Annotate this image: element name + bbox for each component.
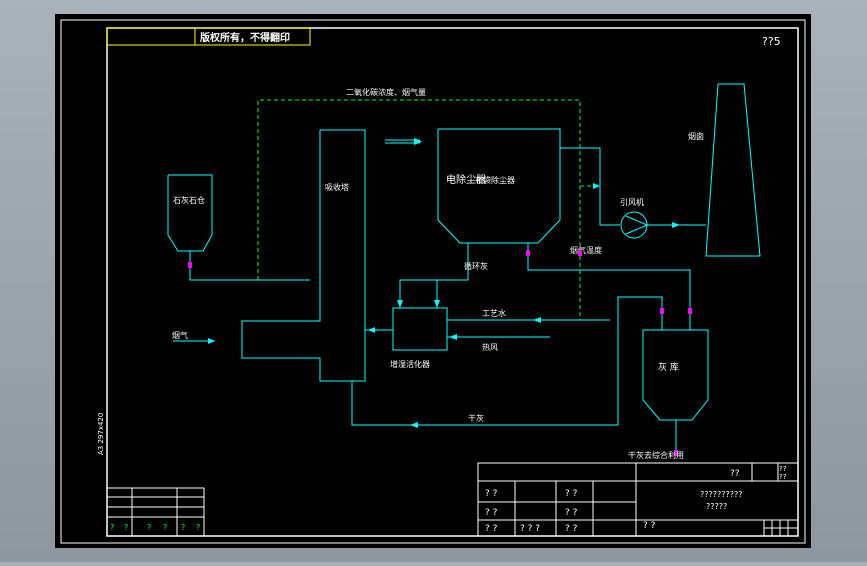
title-top-right-a: ?? [779, 465, 787, 473]
title-cell-6: ? ? ? [520, 524, 540, 534]
label-co2-note: 二氧化碳浓度、烟气量 [346, 87, 426, 97]
rev-label-2: ? [124, 523, 128, 532]
label-ash-outlet: 干灰去综合利用 [628, 450, 684, 460]
label-dry-ash: 干灰 [468, 413, 484, 423]
esp-ash-pipe-right [527, 243, 691, 330]
label-hot-air: 热风 [482, 342, 498, 352]
valve-markers [188, 250, 692, 456]
title-top-right-b: ?? [779, 473, 787, 481]
title-cell-1: ? ? [485, 489, 498, 499]
rev-label-3: ? [147, 523, 151, 532]
title-cell-5: ? ? [485, 524, 498, 534]
limestone-feed-pipe [189, 251, 310, 281]
ash-silo-shape [642, 329, 709, 421]
label-flue-gas-in: 烟气 [172, 330, 188, 340]
label-flue-gas-out: 烟气温度 [570, 245, 602, 255]
label-id-fan: 引风机 [620, 197, 644, 207]
title-cell-4: ? ? [565, 508, 578, 518]
stack-shape [705, 83, 761, 257]
title-main: ?????????? [700, 490, 742, 499]
notice-box [106, 27, 311, 46]
label-esp: 电除尘器 [446, 173, 486, 186]
esp-shape [437, 128, 561, 244]
title-big-cell: ?? [730, 469, 740, 479]
label-absorber: 吸收塔 [325, 182, 349, 192]
sheet-code: ??5 [762, 35, 781, 48]
copyright-notice: 版权所有，不得翻印 [200, 31, 290, 44]
rev-label-4: ? [163, 523, 167, 532]
label-mixer: 增湿活化器 [390, 359, 430, 369]
revision-table [106, 487, 205, 537]
label-stack: 烟囱 [688, 131, 704, 141]
title-block [477, 462, 799, 537]
drawing-sheet [55, 14, 811, 548]
esp-to-fan-duct [560, 147, 620, 226]
rev-label-5: ? [181, 523, 185, 532]
dry-ash-line [351, 296, 663, 426]
mixer-shape [392, 307, 448, 351]
absorber-shape [241, 129, 366, 382]
title-cell-2: ? ? [565, 489, 578, 499]
label-esp-inner: 布袋除尘器 [475, 175, 515, 185]
inner-frame [106, 27, 799, 537]
rev-label-6: ? [196, 523, 200, 532]
outer-frame [60, 19, 806, 544]
label-ash-silo: 灰 库 [658, 361, 679, 373]
label-process-water: 工艺水 [482, 308, 506, 318]
title-sub: ????? [706, 502, 727, 511]
rev-label-1: ? [110, 523, 114, 532]
title-cell-8: ? ? [643, 521, 656, 531]
limestone-silo-shape [167, 174, 213, 252]
format-note: A3 297x420 [97, 413, 105, 455]
esp-ash-pipe-left [399, 243, 469, 308]
title-cell-3: ? ? [485, 508, 498, 518]
flow-arrows [208, 138, 680, 428]
label-limestone-silo: 石灰石仓 [173, 195, 205, 205]
title-cell-7: ? ? [565, 524, 578, 534]
label-recirc-ash: 循环灰 [464, 261, 488, 271]
